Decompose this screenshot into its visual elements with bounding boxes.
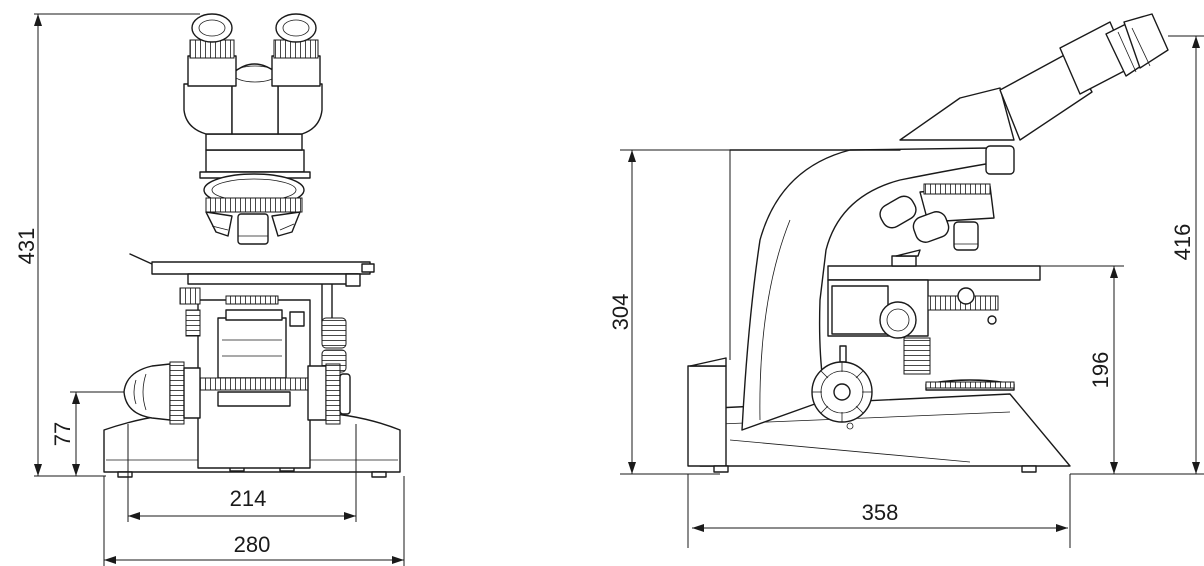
- front-focus-knobs: [123, 361, 351, 425]
- front-right-column: [321, 275, 347, 373]
- front-inner-width-label: 214: [230, 486, 267, 511]
- front-base-width-dimension: 280: [103, 476, 405, 566]
- side-stand-height-label: 304: [608, 294, 633, 331]
- front-nosepiece: [199, 149, 311, 245]
- side-view: 304 196 416 358: [608, 13, 1204, 548]
- front-total-height-label: 431: [14, 228, 39, 265]
- side-stage-height-dimension: 196: [1040, 265, 1124, 475]
- front-inner-width-dimension: 214: [127, 424, 357, 522]
- side-arm: [729, 147, 1011, 431]
- side-stage-height-label: 196: [1088, 352, 1113, 389]
- side-base-depth-dimension: 358: [687, 474, 1071, 548]
- front-binocular-head: [183, 13, 323, 151]
- front-focus-height-dimension: 77: [50, 391, 124, 476]
- side-total-height-label: 416: [1170, 224, 1195, 261]
- front-base-width-label: 280: [234, 532, 271, 557]
- side-stand-height-dimension: 304: [608, 149, 731, 475]
- front-view: 431 77 214 280: [14, 13, 405, 566]
- front-focus-height-label: 77: [50, 422, 75, 446]
- side-stage: [827, 249, 1041, 391]
- front-stage: [129, 253, 375, 287]
- side-base-depth-label: 358: [862, 500, 899, 525]
- side-focus-knob: [811, 361, 873, 430]
- side-total-height-dimension: 416: [1124, 35, 1204, 475]
- side-head: [899, 13, 1169, 175]
- side-nosepiece: [879, 183, 995, 251]
- front-total-height-dimension: 431: [14, 13, 200, 477]
